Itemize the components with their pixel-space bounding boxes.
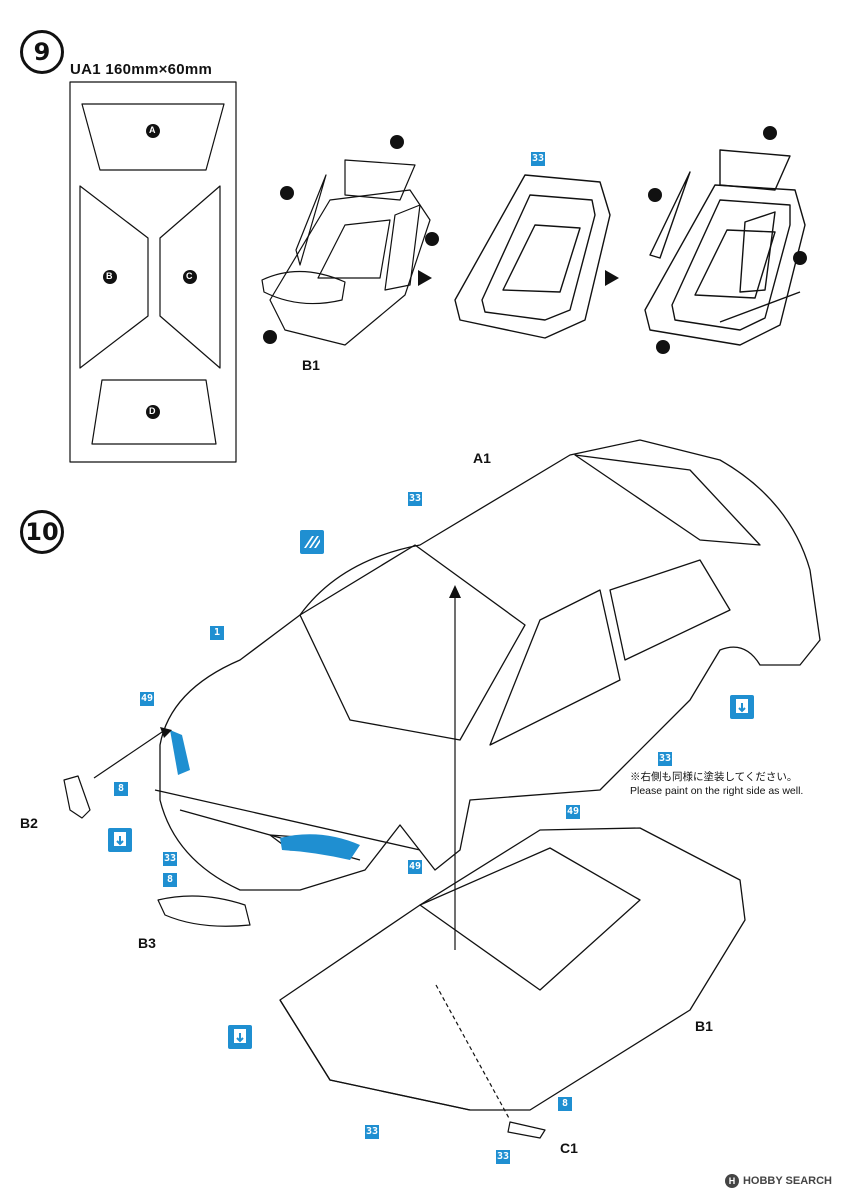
- step9-b1-label: B1: [302, 357, 320, 373]
- c1-dashed-leader: [435, 984, 511, 1121]
- brand-logo-icon: H: [724, 1174, 739, 1188]
- step-9-number: 9: [20, 30, 64, 74]
- step9-arrow-1: [418, 270, 432, 286]
- color-tag-33-bottom2: 33: [496, 1150, 511, 1164]
- b3-label: B3: [138, 935, 156, 951]
- color-tag-8-left2: 8: [163, 873, 177, 887]
- b1-label: B1: [695, 1018, 713, 1034]
- color-tag-49-front: 49: [408, 860, 423, 874]
- blue-headlight-front: [280, 834, 360, 860]
- color-tag-33-top: 33: [408, 492, 423, 506]
- mask-c-shape: [159, 185, 221, 369]
- paint-inside-icon-bottom: [228, 1025, 252, 1049]
- mask-b-letter: B: [106, 271, 113, 281]
- c1-part: [507, 1121, 546, 1139]
- roof-arrow-head: [449, 585, 461, 598]
- mask-sheet-title: UA1 160mm×60mm: [70, 61, 213, 78]
- color-tag-49-left: 49: [140, 692, 155, 706]
- blue-headlight-left: [170, 730, 190, 775]
- mask-a-letter: A: [149, 125, 156, 135]
- b2-label: B2: [20, 815, 38, 831]
- footer-watermark: H HOBBY SEARCH: [724, 1174, 832, 1188]
- c1-label: C1: [560, 1140, 578, 1156]
- step9-roof-3: [644, 149, 806, 346]
- step9-roof-1: [261, 159, 431, 346]
- decal-stripe-icon: [300, 530, 324, 554]
- paint-inside-icon-right: [730, 695, 754, 719]
- step9-letters: [263, 126, 807, 354]
- step9-roof-2: [454, 174, 611, 339]
- step10-roof-panel: [279, 827, 746, 1111]
- color-tag-33-left: 33: [163, 852, 178, 866]
- b2-leader: [93, 729, 166, 779]
- mask-b-shape: [79, 185, 149, 369]
- color-tag-8-bottom: 8: [558, 1097, 572, 1111]
- a1-label: A1: [473, 450, 491, 466]
- mask-d-letter: D: [149, 406, 156, 416]
- mask-d-shape: [91, 379, 217, 445]
- b2-light-part: [63, 775, 91, 819]
- paint-inside-icon-left: [108, 828, 132, 852]
- color-tag-1: 1: [210, 626, 224, 640]
- mask-a-shape: [81, 103, 225, 171]
- color-tag-33-bottom: 33: [365, 1125, 380, 1139]
- mask-c-letter: C: [186, 271, 193, 281]
- step9-arrow-2: [605, 270, 619, 286]
- b2-arrow-head: [160, 727, 172, 738]
- color-tag-49-door: 49: [566, 805, 581, 819]
- mask-sheet-frame: [69, 81, 237, 463]
- color-tag-33-door: 33: [658, 752, 673, 766]
- step-10-number: 10: [20, 510, 64, 554]
- note-jp: ※右側も同様に塗装してください。: [630, 771, 798, 783]
- step10-car-body: [154, 439, 821, 891]
- brand-name: HOBBY SEARCH: [742, 1175, 832, 1187]
- step9-color-tag: 33: [531, 152, 546, 166]
- color-tag-8-left: 8: [114, 782, 128, 796]
- mask-letters: [103, 124, 197, 419]
- note-en: Please paint on the right side as well.: [630, 785, 804, 797]
- b3-light-part: [157, 895, 251, 927]
